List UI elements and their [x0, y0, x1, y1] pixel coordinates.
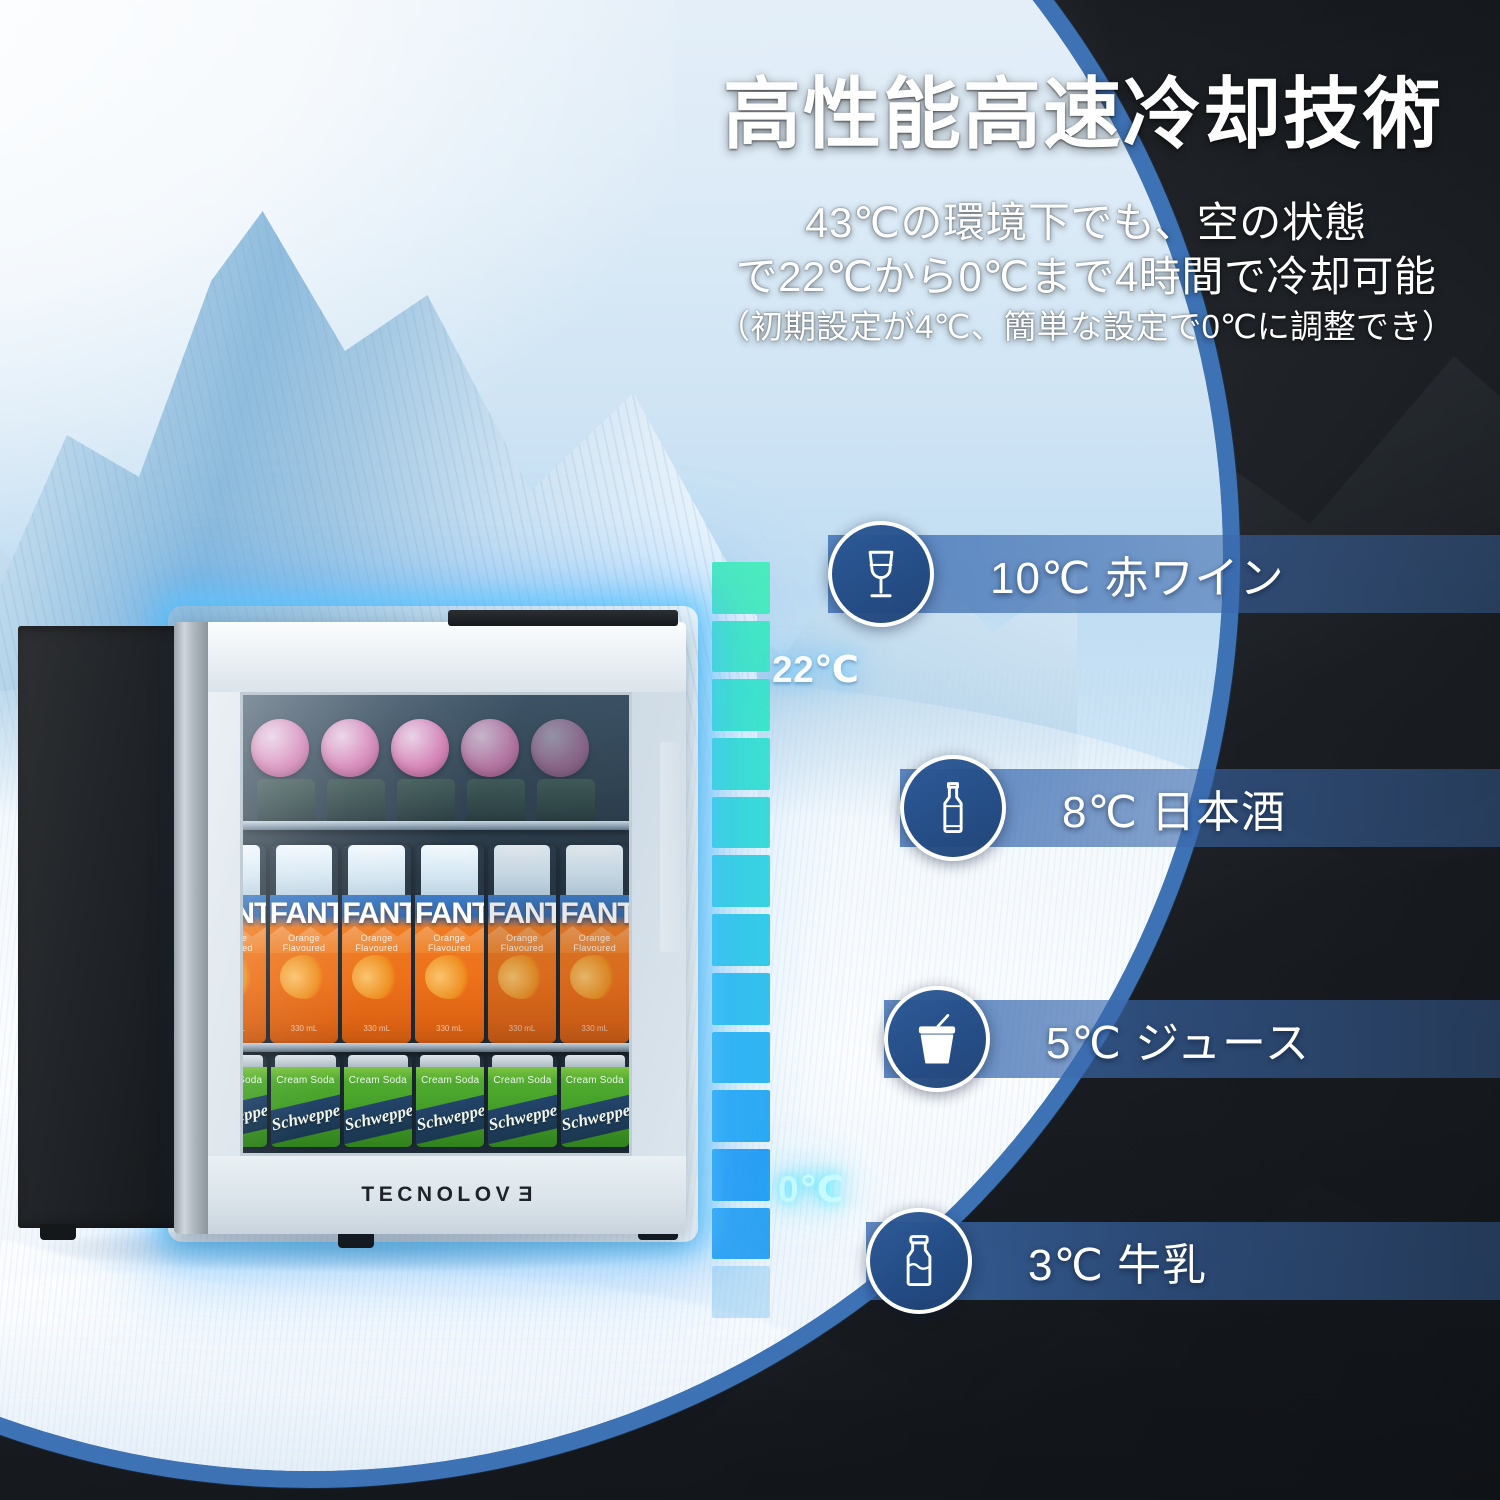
brand-text-last-letter: E: [514, 1183, 533, 1206]
temp-label-bottom: 0℃: [778, 1169, 845, 1210]
brand-text: TECNOLOV: [361, 1183, 515, 1206]
cabinet-top-vent: [448, 610, 678, 626]
feature-row-milk: 3℃ 牛乳: [866, 1208, 1500, 1314]
temp-label-top: 22℃: [772, 649, 860, 690]
shelf-divider: [243, 821, 629, 830]
feature-label: 8℃ 日本酒: [1062, 788, 1287, 837]
feature-bar: [828, 535, 1500, 613]
subtitle-line-2: で22℃から0℃まで4時間で冷却可能: [735, 252, 1437, 300]
temp-scale-segment: [712, 620, 770, 673]
cabinet-foot: [40, 1224, 76, 1240]
brand-logo: TECNOLOVE: [361, 1183, 532, 1207]
page-title: 高性能高速冷却技術: [722, 70, 1443, 158]
temperature-gradient-scale: [712, 562, 770, 1318]
juice-cup-icon: [884, 986, 990, 1092]
temp-scale-segment: [712, 796, 770, 849]
shelf-top-bottle-necks: [257, 779, 625, 821]
subtitle-block: 43℃の環境下でも、空の状態 で22℃から0℃まで4時間で冷却可能 （初期設定が…: [696, 196, 1476, 348]
temp-scale-segment: [712, 1148, 770, 1201]
temp-scale-segment: [712, 738, 770, 790]
temp-scale-segment: [712, 972, 770, 1025]
temp-scale-segment: [712, 1266, 770, 1318]
temp-scale-segment: [712, 562, 770, 614]
feature-row-juice: 5℃ ジュース: [884, 986, 1500, 1092]
temp-scale-segment: [712, 1090, 770, 1142]
shelf-top-bottles: [251, 719, 625, 819]
subtitle-line-1: 43℃の環境下でも、空の状態: [805, 199, 1367, 246]
door-bottom-frame: TECNOLOVE: [208, 1156, 686, 1234]
feature-label: 10℃ 赤ワイン: [990, 554, 1285, 603]
temp-scale-segment: [712, 679, 770, 732]
temp-scale-segment: [712, 1207, 770, 1260]
door-inner-highlight: [660, 742, 680, 952]
subtitle-line-3: （初期設定が4℃、簡単な設定で0℃に調整でき）: [717, 307, 1455, 345]
feature-row-red-wine: 10℃ 赤ワイン: [828, 521, 1500, 627]
wine-glass-icon: [828, 521, 934, 627]
cabinet-side-panel: [18, 626, 196, 1228]
shelf-divider: [243, 1043, 629, 1052]
temp-scale-segment: [712, 1031, 770, 1084]
milk-bottle-icon: [866, 1208, 972, 1314]
door-steel-edge: [174, 622, 208, 1234]
cabinet-foot: [338, 1232, 374, 1248]
feature-label: 5℃ ジュース: [1046, 1019, 1310, 1068]
door-top-frame: [208, 622, 686, 692]
temp-scale-segment: [712, 914, 770, 966]
feature-row-sake: 8℃ 日本酒: [900, 755, 1500, 861]
sake-bottle-icon: [900, 755, 1006, 861]
feature-label: 3℃ 牛乳: [1028, 1241, 1208, 1290]
temp-scale-segment: [712, 855, 770, 908]
